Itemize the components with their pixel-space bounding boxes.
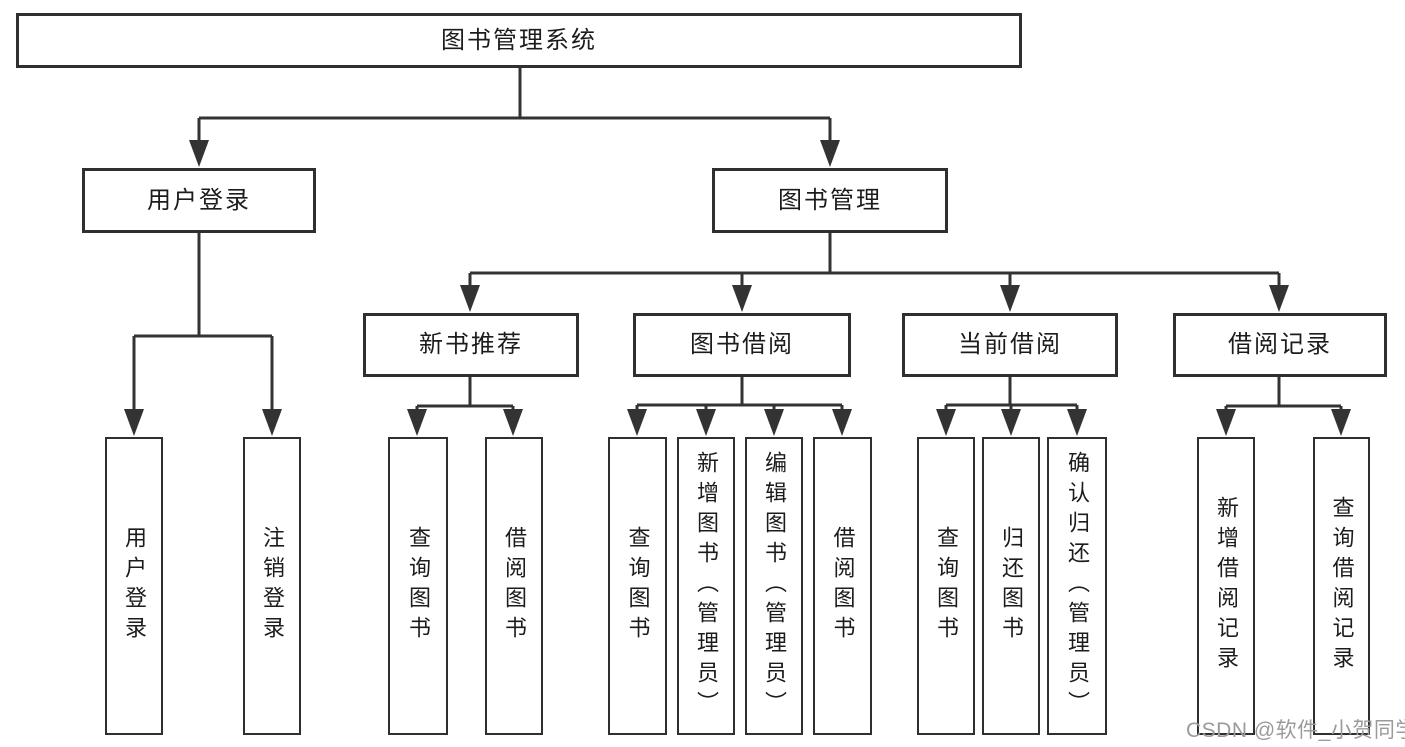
node-book-management: 图书管理 (712, 168, 948, 233)
node-label: 确认归还（管理员） (1065, 451, 1090, 721)
node-label: 用户登录 (147, 186, 251, 214)
leaf-query-books-current: 查询图书 (917, 437, 975, 735)
leaf-borrow-books-recommend: 借阅图书 (485, 437, 543, 735)
node-label: 新增借阅记录 (1214, 496, 1239, 676)
node-label: 借阅图书 (502, 526, 527, 646)
node-label: 查询图书 (406, 526, 431, 646)
node-label: 用户登录 (122, 526, 147, 646)
leaf-borrow-books: 借阅图书 (813, 437, 872, 735)
node-label: 归还图书 (999, 526, 1024, 646)
leaf-return-books: 归还图书 (982, 437, 1040, 735)
node-library-management-system: 图书管理系统 (16, 13, 1022, 68)
leaf-add-books-admin: 新增图书（管理员） (677, 437, 735, 735)
node-label: 注销登录 (260, 526, 285, 646)
node-label: 借阅记录 (1228, 331, 1332, 358)
node-label: 查询借阅记录 (1329, 496, 1355, 676)
leaf-logout: 注销登录 (243, 437, 301, 735)
node-current-borrow: 当前借阅 (902, 313, 1118, 377)
node-new-book-recommend: 新书推荐 (363, 313, 579, 377)
leaf-add-borrow-record: 新增借阅记录 (1197, 437, 1255, 735)
node-label: 新增图书（管理员） (694, 451, 719, 721)
node-label: 图书借阅 (690, 331, 794, 358)
leaf-query-books-recommend: 查询图书 (388, 437, 448, 735)
leaf-confirm-return-admin: 确认归还（管理员） (1047, 437, 1107, 735)
node-label: 借阅图书 (830, 526, 856, 646)
node-borrow-records: 借阅记录 (1173, 313, 1387, 377)
leaf-query-books-borrow: 查询图书 (608, 437, 667, 735)
node-book-borrow: 图书借阅 (633, 313, 851, 377)
leaf-edit-books-admin: 编辑图书（管理员） (745, 437, 803, 735)
node-label: 编辑图书（管理员） (762, 451, 787, 721)
node-label: 查询图书 (934, 526, 959, 646)
node-label: 当前借阅 (958, 331, 1062, 358)
leaf-query-borrow-record: 查询借阅记录 (1313, 437, 1370, 735)
node-label: 图书管理系统 (441, 26, 597, 54)
node-label: 图书管理 (778, 186, 882, 214)
node-label: 新书推荐 (419, 331, 523, 358)
node-label: 查询图书 (625, 526, 651, 646)
leaf-user-login: 用户登录 (105, 437, 163, 735)
csdn-watermark: CSDN @软件_小贺同学 (1186, 719, 1405, 742)
node-user-login: 用户登录 (82, 168, 316, 233)
